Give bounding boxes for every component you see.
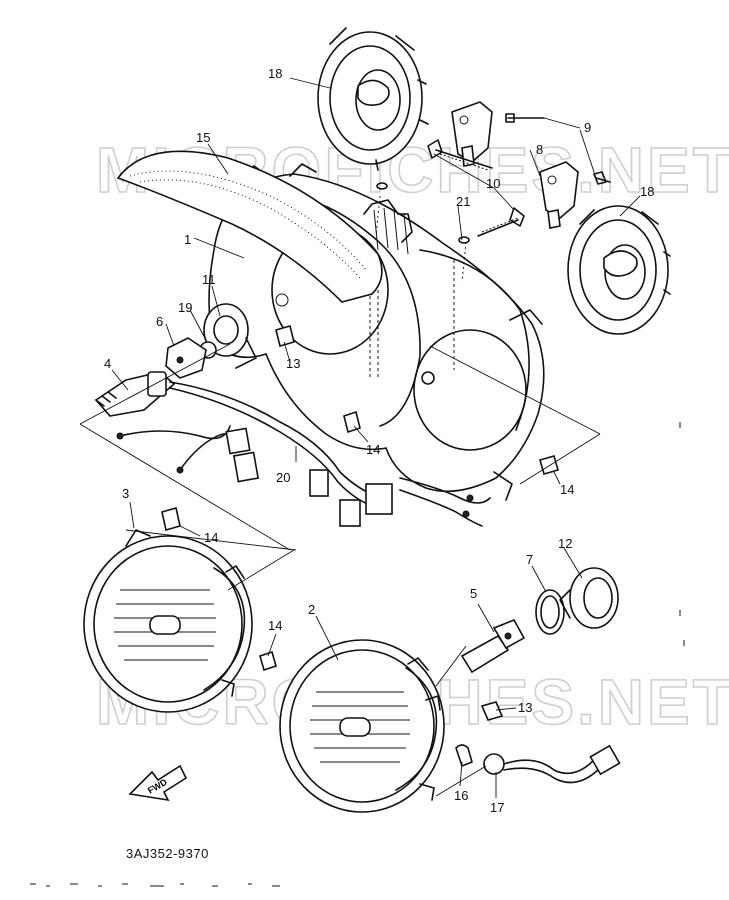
cover-strip-15 <box>116 150 383 303</box>
callout-9: 9 <box>584 120 591 135</box>
ring-7 <box>535 589 565 635</box>
headlight-unit-3 <box>83 529 253 713</box>
small-bulb-13-lower <box>480 701 504 721</box>
callouts: 1 2 3 4 5 6 7 8 9 10 11 12 13 13 14 14 1… <box>104 66 654 815</box>
callout-7: 7 <box>526 552 533 567</box>
fwd-arrow: FWD <box>128 764 188 802</box>
grommets-14 <box>161 410 559 672</box>
callout-18-top: 18 <box>268 66 282 81</box>
screws-9-10 <box>427 113 611 237</box>
small-bulb-13-upper <box>275 293 295 347</box>
callout-14-b: 14 <box>560 482 574 497</box>
rubber-cap-12 <box>559 567 619 629</box>
callout-14-d: 14 <box>268 618 282 633</box>
callout-2: 2 <box>308 602 315 617</box>
bracket-8 <box>451 101 579 229</box>
callout-14-c: 14 <box>204 530 218 545</box>
headlight-unit-2 <box>279 639 445 813</box>
callout-15: 15 <box>196 130 210 145</box>
adjuster-plate-right <box>567 205 671 335</box>
callout-14-a: 14 <box>366 442 380 457</box>
main-bulb-5 <box>460 618 526 674</box>
callout-11: 11 <box>202 272 216 287</box>
group-lines <box>79 195 601 797</box>
socket-11-19 <box>199 303 257 369</box>
callout-20: 20 <box>276 470 290 485</box>
callout-12: 12 <box>558 536 572 551</box>
callout-6: 6 <box>156 314 163 329</box>
callout-4: 4 <box>104 356 111 371</box>
wire-harness-20 <box>116 381 491 527</box>
part-code: 3AJ352-9370 <box>126 846 209 861</box>
callout-16: 16 <box>454 788 468 803</box>
callout-17: 17 <box>490 800 504 815</box>
socket-6 <box>165 337 207 379</box>
callout-18-right: 18 <box>640 184 654 199</box>
callout-13-lower: 13 <box>518 700 532 715</box>
pilot-bulb-16 <box>455 744 473 768</box>
callout-10: 10 <box>486 176 500 191</box>
callout-13-upper: 13 <box>286 356 300 371</box>
adjuster-plate-top <box>317 27 429 171</box>
callout-21: 21 <box>456 194 470 209</box>
o-ring-21 <box>376 182 470 244</box>
callout-5: 5 <box>470 586 477 601</box>
socket-cord-17 <box>483 744 621 784</box>
callout-19: 19 <box>178 300 192 315</box>
callout-1: 1 <box>184 232 191 247</box>
scan-specks <box>30 422 685 887</box>
callout-8: 8 <box>536 142 543 157</box>
callout-3: 3 <box>122 486 129 501</box>
leader-lines <box>111 77 641 798</box>
